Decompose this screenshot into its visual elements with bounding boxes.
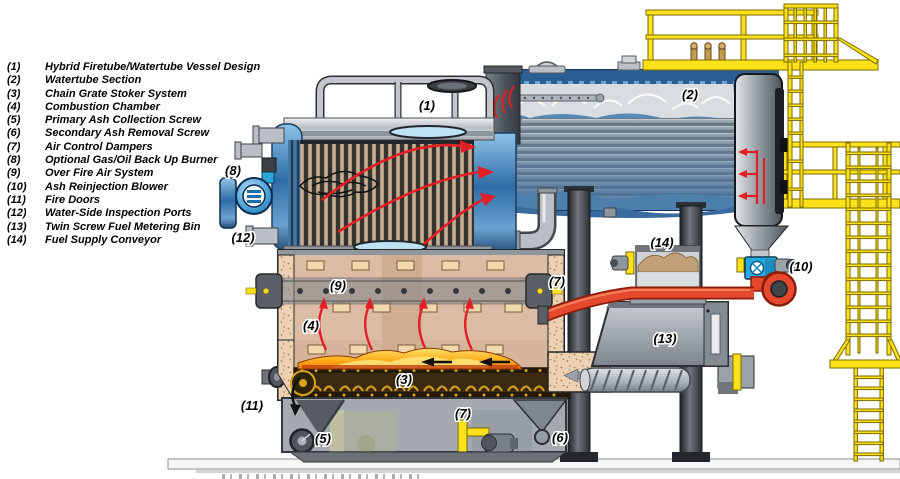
legend-label: Chain Grate Stoker System <box>45 87 187 100</box>
fuel-feed-train <box>547 245 755 394</box>
callout-4: (4) <box>303 318 319 333</box>
legend-label: Water-Side Inspection Ports <box>45 207 192 220</box>
firetube-vessel <box>219 75 517 255</box>
fuel-bed <box>297 347 523 370</box>
drum-rear-cap <box>734 73 789 227</box>
callout-2: (2) <box>682 87 698 102</box>
rotary-valve <box>744 256 778 280</box>
legend-item: (10) Ash Reinjection Blower <box>7 181 279 194</box>
legend-label: Optional Gas/Oil Back Up Burner <box>45 154 218 167</box>
legend-number: (4) <box>7 100 21 113</box>
legend-item: (11) Fire Doors <box>7 194 279 207</box>
top-inspection-port <box>389 125 467 139</box>
callout-9: (9) <box>330 278 346 293</box>
callout-12: (12) <box>231 230 254 245</box>
legend-item: (14) Fuel Supply Conveyor <box>7 234 279 247</box>
manway-dome <box>528 61 566 74</box>
legend-label: Secondary Ash Removal Screw <box>45 127 210 140</box>
steam-lance <box>507 93 605 103</box>
legend-item: (9) Over Fire Air System <box>7 167 279 180</box>
legend-item: (4) Combustion Chamber <box>7 101 279 114</box>
callout-6: (6) <box>552 430 568 445</box>
legend: (1) Hybrid Firetube/Watertube Vessel Des… <box>7 61 279 247</box>
callout-labels: (1) (2) (3) (4) (5) (6) (7) (7) (8) (9) … <box>224 86 815 448</box>
reinjection-blower <box>761 271 797 307</box>
secondary-ash-screw <box>534 429 550 445</box>
callout-14: (14) <box>650 235 673 250</box>
fuel-metering-bin <box>590 301 729 367</box>
legend-number: (12) <box>7 207 27 220</box>
chain-grate-stoker <box>290 347 571 410</box>
screw-conveyor <box>579 367 691 393</box>
legend-number: (9) <box>7 167 21 180</box>
legend-number: (11) <box>7 193 26 206</box>
callout-5: (5) <box>315 431 331 446</box>
flanged-stub <box>617 55 641 71</box>
overfire-air-duct <box>245 273 563 309</box>
chamber-flame-arrows <box>318 297 474 351</box>
legend-label: Over Fire Air System <box>45 167 154 180</box>
legend-number: (5) <box>7 114 21 127</box>
ash-reinjection-system <box>537 225 798 325</box>
reinjection-pipe <box>537 286 754 325</box>
legend-item: (6) Secondary Ash Removal Screw <box>7 127 279 140</box>
legend-item: (2) Watertube Section <box>7 74 279 87</box>
caged-ladder-right <box>778 141 900 462</box>
legend-number: (2) <box>7 74 21 87</box>
legend-number: (3) <box>7 87 21 100</box>
legend-number: (6) <box>7 127 21 140</box>
legend-item: (1) Hybrid Firetube/Watertube Vessel Des… <box>7 61 279 74</box>
air-nozzles <box>297 288 511 294</box>
legend-label: Primary Ash Collection Screw <box>45 114 202 127</box>
legend-number: (1) <box>7 61 21 73</box>
legend-item: (12) Water-Side Inspection Ports <box>7 207 279 220</box>
callout-11: (11) <box>241 398 263 413</box>
legend-item: (7) Air Control Dampers <box>7 141 279 154</box>
inspection-port-stubs <box>234 125 285 247</box>
downcomer-elbow <box>513 187 558 252</box>
legend-item: (5) Primary Ash Collection Screw <box>7 114 279 127</box>
gas-flow-arrows <box>746 150 766 204</box>
ash-hopper-base <box>281 377 568 463</box>
secondary-ash-cone <box>512 399 568 434</box>
legend-item: (3) Chain Grate Stoker System <box>7 88 279 101</box>
legend-label: Ash Reinjection Blower <box>45 180 168 193</box>
callout-10: (10) <box>789 259 812 274</box>
legend-label: Watertube Section <box>45 74 142 87</box>
callout-13: (13) <box>653 331 676 346</box>
legend-number: (13) <box>7 220 27 233</box>
callout-1: (1) <box>419 98 435 113</box>
callout-3: (3) <box>396 372 412 387</box>
legend-label: Twin Screw Fuel Metering Bin <box>45 220 201 233</box>
legend-item: (13) Twin Screw Fuel Metering Bin <box>7 221 279 234</box>
legend-label: Air Control Dampers <box>45 140 153 153</box>
legend-number: (8) <box>7 154 21 167</box>
legend-label: Hybrid Firetube/Watertube Vessel Design <box>45 61 261 73</box>
callout-7b: (7) <box>455 406 471 421</box>
vessel-flow-arrows <box>321 140 496 245</box>
callout-8: (8) <box>225 163 241 178</box>
handrail <box>315 75 495 118</box>
cropped-caption-fragment <box>222 474 422 479</box>
fuel-supply-hopper <box>610 245 707 305</box>
ash-drop-arrow <box>291 377 301 407</box>
legend-number: (14) <box>7 233 27 246</box>
backup-burner <box>219 157 277 229</box>
legend-number: (7) <box>7 140 21 153</box>
top-access-platform <box>642 3 879 208</box>
legend-label: Combustion Chamber <box>45 100 160 113</box>
callout-7a: (7) <box>549 274 565 289</box>
legend-number: (10) <box>7 180 27 193</box>
legend-label: Fire Doors <box>45 193 101 206</box>
legend-label: Fuel Supply Conveyor <box>45 233 162 246</box>
legend-item: (8) Optional Gas/Oil Back Up Burner <box>7 154 279 167</box>
